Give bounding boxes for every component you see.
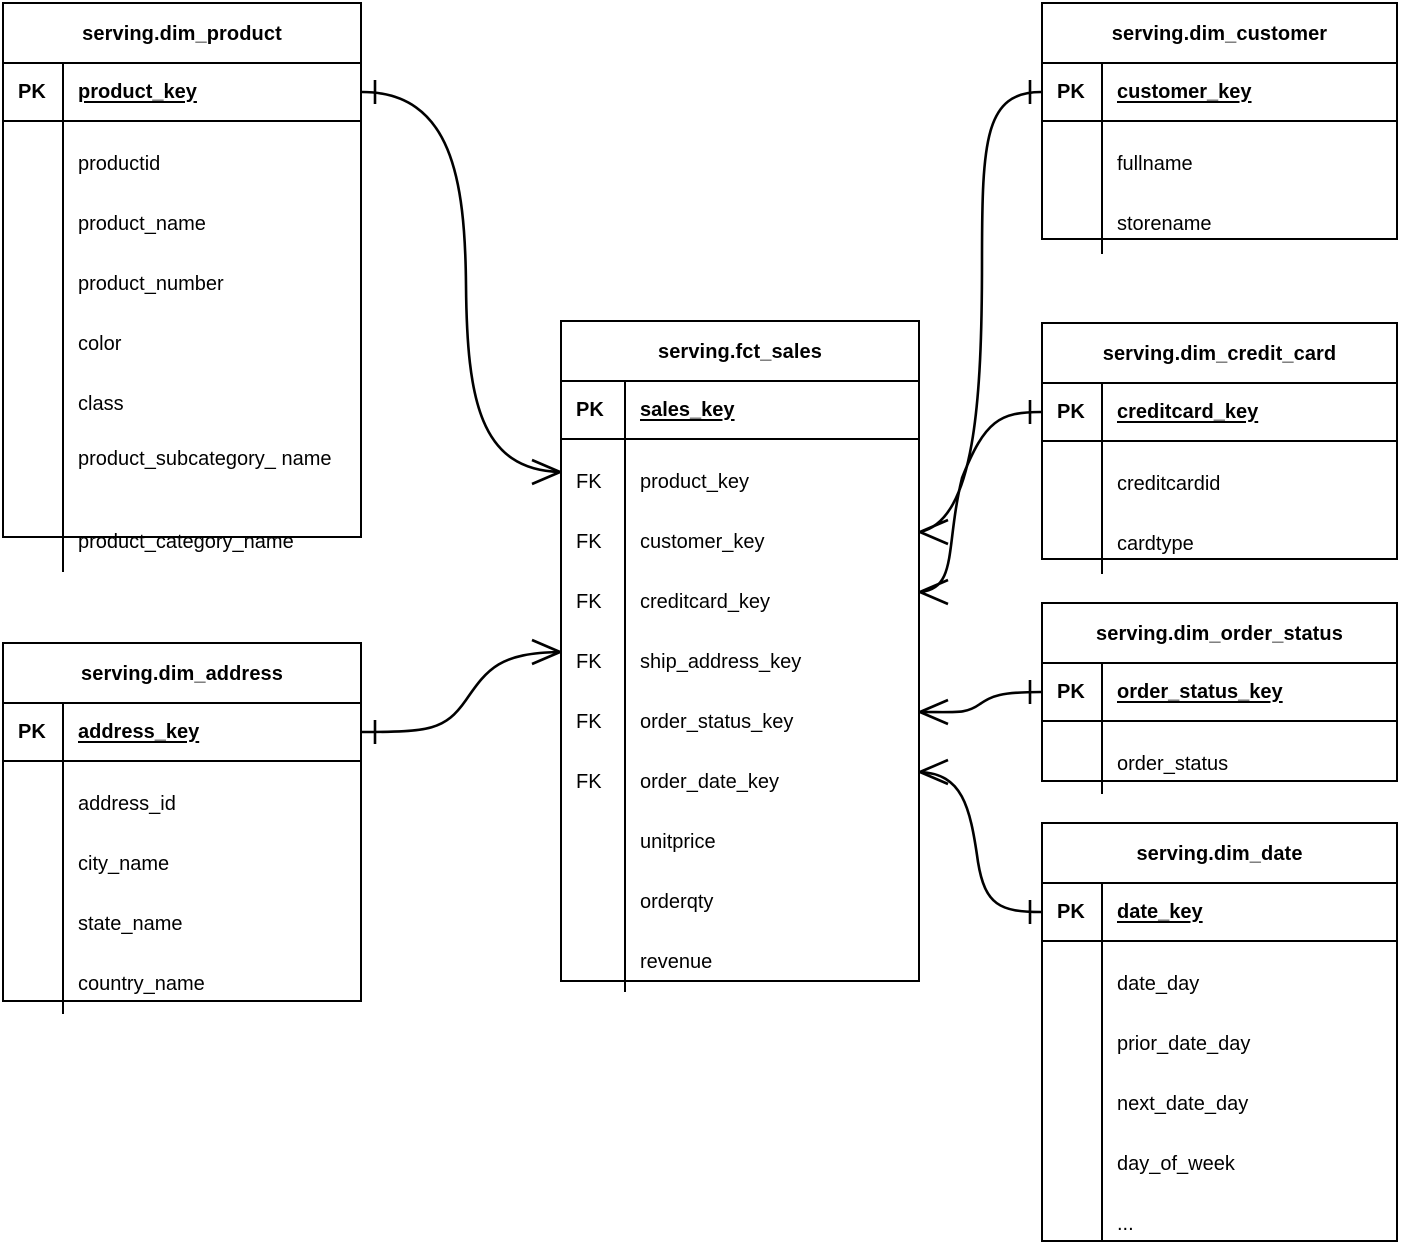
attribute-list-dim-address: address_id city_name state_name country_…	[4, 762, 360, 1014]
attribute-row: fullname	[1117, 153, 1193, 175]
attribute-list-fct-sales: FK FK FK FK FK FK product_key customer_k…	[562, 440, 918, 992]
relation-creditcard	[919, 410, 1042, 594]
attribute-row: productid	[78, 153, 161, 175]
attribute-row: revenue	[640, 951, 713, 973]
pk-tag: PK	[18, 80, 46, 103]
pk-field-sales-key: sales_key	[640, 398, 735, 421]
relation-product	[361, 90, 561, 474]
pk-field-date-key: date_key	[1117, 900, 1203, 923]
entity-title-fct-sales: serving.fct_sales	[562, 322, 918, 382]
entity-title-dim-address: serving.dim_address	[4, 644, 360, 704]
pk-row-dim-address: PK address_key	[4, 704, 360, 762]
pk-row-fct-sales: PK sales_key	[562, 382, 918, 440]
attribute-row: storename	[1117, 213, 1212, 235]
entity-dim-credit-card[interactable]: serving.dim_credit_card PK creditcard_ke…	[1041, 322, 1398, 574]
entity-dim-order-status[interactable]: serving.dim_order_status PK order_status…	[1041, 602, 1398, 794]
attribute-row: cardtype	[1117, 533, 1194, 555]
attribute-row: day_of_week	[1117, 1153, 1235, 1175]
fk-tag: FK	[576, 711, 602, 733]
attribute-row: prior_date_day	[1117, 1033, 1251, 1055]
fk-tag	[562, 812, 624, 872]
attribute-row: product_name	[78, 213, 206, 235]
attribute-list-dim-customer: fullname storename	[1043, 122, 1396, 254]
pk-field-address-key: address_key	[78, 720, 200, 743]
pk-tag: PK	[18, 720, 46, 743]
relation-address	[361, 650, 561, 734]
pk-field-product-key: product_key	[78, 80, 197, 103]
attribute-row: ...	[1117, 1213, 1134, 1235]
attribute-row: order_status_key	[640, 711, 794, 733]
attribute-row: color	[78, 333, 122, 355]
pk-tag: PK	[576, 398, 604, 421]
relation-date	[919, 770, 1042, 914]
relation-customer	[919, 90, 1042, 534]
fk-tag	[562, 872, 624, 932]
pk-row-dim-customer: PK customer_key	[1043, 64, 1396, 122]
attribute-list-dim-product: productid product_name product_number co…	[4, 122, 360, 572]
fk-tag: FK	[576, 531, 602, 553]
pk-row-dim-credit-card: PK creditcard_key	[1043, 384, 1396, 442]
pk-row-dim-product: PK product_key	[4, 64, 360, 122]
entity-title-dim-credit-card: serving.dim_credit_card	[1043, 324, 1396, 384]
fk-tag	[562, 932, 624, 992]
entity-title-dim-customer: serving.dim_customer	[1043, 4, 1396, 64]
attribute-row: order_date_key	[640, 771, 779, 793]
crowfoot-product	[531, 458, 561, 486]
crowfoot-address	[531, 638, 561, 666]
attribute-row: order_status	[1117, 753, 1229, 775]
fk-tag: FK	[576, 771, 602, 793]
fk-tag: FK	[576, 591, 602, 613]
attribute-row: ship_address_key	[640, 651, 802, 673]
attribute-row: next_date_day	[1117, 1093, 1249, 1115]
crowfoot-creditcard	[919, 578, 949, 606]
attribute-row: creditcardid	[1117, 473, 1221, 495]
entity-title-dim-product: serving.dim_product	[4, 4, 360, 64]
attribute-row: unitprice	[640, 831, 716, 853]
attribute-row: product_key	[640, 471, 749, 493]
entity-dim-customer[interactable]: serving.dim_customer PK customer_key ful…	[1041, 2, 1398, 254]
crowfoot-orderstatus	[919, 698, 949, 726]
attribute-row: country_name	[78, 973, 205, 995]
attribute-row: class	[78, 393, 124, 415]
attribute-row: product_subcategory_ name	[78, 448, 332, 470]
fk-tag: FK	[576, 471, 602, 493]
attribute-row: customer_key	[640, 531, 765, 553]
attribute-row: date_day	[1117, 973, 1200, 995]
attribute-row: orderqty	[640, 891, 714, 913]
attribute-row: creditcard_key	[640, 591, 771, 613]
fk-tag: FK	[576, 651, 602, 673]
attribute-row: product_category_name	[78, 531, 294, 553]
attribute-list-dim-credit-card: creditcardid cardtype	[1043, 442, 1396, 574]
entity-title-dim-order-status: serving.dim_order_status	[1043, 604, 1396, 664]
pk-tag: PK	[1057, 680, 1085, 703]
attribute-list-dim-date: date_day prior_date_day next_date_day da…	[1043, 942, 1396, 1242]
entity-dim-product[interactable]: serving.dim_product PK product_key produ…	[2, 2, 362, 572]
pk-field-order-status-key: order_status_key	[1117, 680, 1283, 703]
attribute-row: product_number	[78, 273, 224, 295]
crowfoot-customer	[919, 518, 949, 546]
entity-dim-date[interactable]: serving.dim_date PK date_key date_day pr…	[1041, 822, 1398, 1242]
relation-orderstatus	[919, 690, 1042, 714]
pk-tag: PK	[1057, 400, 1085, 423]
attribute-row: city_name	[78, 853, 170, 875]
pk-field-customer-key: customer_key	[1117, 80, 1252, 103]
entity-title-dim-date: serving.dim_date	[1043, 824, 1396, 884]
pk-row-dim-order-status: PK order_status_key	[1043, 664, 1396, 722]
pk-field-creditcard-key: creditcard_key	[1117, 400, 1259, 423]
crowfoot-date	[919, 758, 949, 786]
entity-dim-address[interactable]: serving.dim_address PK address_key addre…	[2, 642, 362, 1014]
pk-tag: PK	[1057, 80, 1085, 103]
attribute-row: address_id	[78, 793, 176, 815]
pk-tag: PK	[1057, 900, 1085, 923]
attribute-row: state_name	[78, 913, 183, 935]
entity-fct-sales[interactable]: serving.fct_sales PK sales_key FK FK FK …	[560, 320, 920, 992]
pk-row-dim-date: PK date_key	[1043, 884, 1396, 942]
attribute-list-dim-order-status: order_status	[1043, 722, 1396, 794]
